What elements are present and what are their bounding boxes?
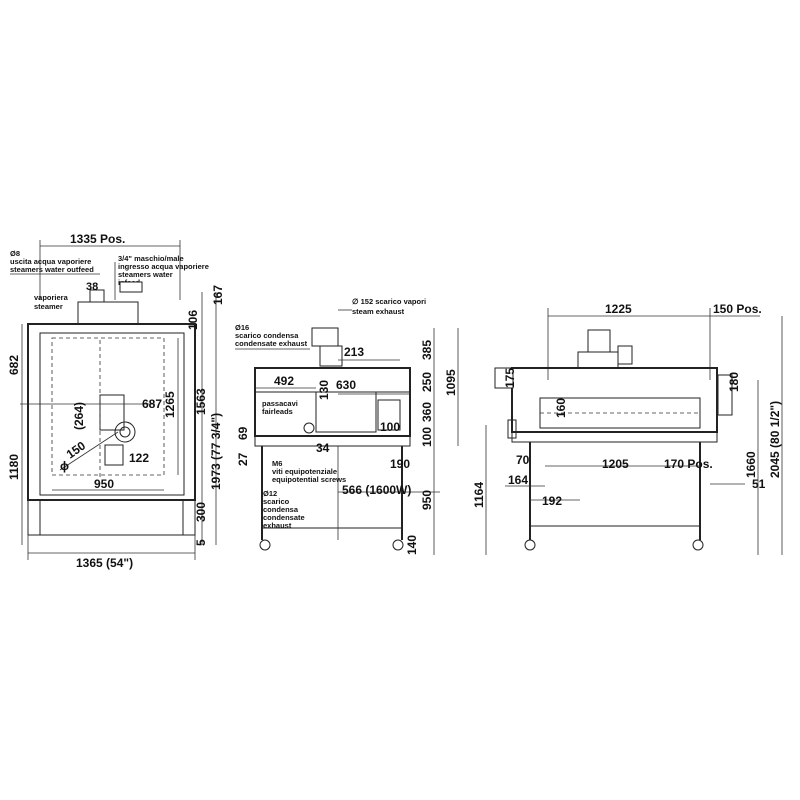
note-34-2: ingresso acqua vaporiere <box>118 262 209 271</box>
dim-160: 160 <box>554 398 568 418</box>
side-view: ∅ 152 scarico vapori steam exhaust Ø16 s… <box>235 297 459 555</box>
dim-1205: 1205 <box>602 457 629 471</box>
note-d8-it: uscita acqua vaporiere <box>10 257 91 266</box>
dim-1265: 1265 <box>163 391 177 418</box>
dim-300: 300 <box>194 502 208 522</box>
note-34-1: 3/4" maschio/male <box>118 254 184 263</box>
dim-1660: 1660 <box>744 451 758 478</box>
dim-70: 70 <box>516 453 530 467</box>
dim-164: 164 <box>508 473 528 487</box>
dim-190: 190 <box>390 457 410 471</box>
dim-1095: 1095 <box>444 369 458 396</box>
dim-1225: 1225 <box>605 302 632 316</box>
dim-106: 106 <box>186 310 200 330</box>
dim-100: 100 <box>380 420 400 434</box>
dim-264: (264) <box>72 402 86 430</box>
dim-950-front: 950 <box>94 477 114 491</box>
note-fairleads-en: fairleads <box>262 407 293 416</box>
dim-566: 566 (1600W) <box>342 483 411 497</box>
note-d16-en: condensate exhaust <box>235 339 308 348</box>
dim-213: 213 <box>344 345 364 359</box>
note-d16: Ø16 <box>235 323 249 332</box>
dim-167: 167 <box>211 285 225 305</box>
dim-38: 38 <box>86 281 98 293</box>
dim-27: 27 <box>236 452 250 466</box>
note-d8: Ø8 <box>10 249 20 258</box>
note-152: ∅ 152 scarico vapori <box>352 297 426 306</box>
rear-view: 1225 150 Pos. 175 180 160 70 1205 170 Po… <box>472 302 783 555</box>
note-d12-3: condensa <box>263 505 299 514</box>
note-m6-1: M6 <box>272 459 282 468</box>
dim-360: 360 <box>420 402 434 422</box>
dim-1335: 1335 Pos. <box>70 232 125 246</box>
note-d12-4: condensate <box>263 513 305 522</box>
dim-150-pos: 150 Pos. <box>713 302 762 316</box>
dim-2045: 2045 (80 1/2") <box>768 401 782 478</box>
dim-175: 175 <box>503 368 517 388</box>
dim-69: 69 <box>236 426 250 440</box>
dim-122: 122 <box>129 451 149 465</box>
note-d12: Ø12 <box>263 489 277 498</box>
dim-150-phi: ϕ <box>60 459 69 473</box>
dim-1973: 1973 (77 3/4") <box>209 413 223 490</box>
note-d12-2: scarico <box>263 497 290 506</box>
front-view: 1335 Pos. Ø8 uscita acqua vaporiere stea… <box>7 232 225 570</box>
note-d8-en: steamers water outfeed <box>10 265 94 274</box>
dim-682: 682 <box>7 355 21 375</box>
note-152-en: steam exhaust <box>352 307 405 316</box>
dim-130: 130 <box>317 380 331 400</box>
dim-1164: 1164 <box>472 482 486 508</box>
dim-950-side: 950 <box>420 490 434 510</box>
note-steamer-it: vaporiera <box>34 293 69 302</box>
note-fairleads-it: passacavi <box>262 399 298 408</box>
dim-250: 250 <box>420 372 434 392</box>
note-d16-it: scarico condensa <box>235 331 299 340</box>
dim-1180: 1180 <box>7 454 21 480</box>
dim-34: 34 <box>316 441 330 455</box>
dim-192: 192 <box>542 494 562 508</box>
dim-100-vertical: 100 <box>420 427 434 447</box>
dim-180: 180 <box>727 372 741 392</box>
dim-1563: 1563 <box>194 388 208 415</box>
dim-170-pos: 170 Pos. <box>664 457 713 471</box>
note-steamer-en: steamer <box>34 302 63 311</box>
dim-5: 5 <box>194 539 208 546</box>
dim-687: 687 <box>142 397 162 411</box>
note-34-3: steamers water <box>118 270 173 279</box>
dim-1365: 1365 (54") <box>76 556 133 570</box>
dim-51: 51 <box>752 477 766 491</box>
dim-385: 385 <box>420 340 434 360</box>
note-m6-3: equipotential screws <box>272 475 346 484</box>
dim-630: 630 <box>336 378 356 392</box>
dim-150: 150 <box>64 438 89 461</box>
note-m6-2: viti equipotenziale <box>272 467 337 476</box>
dim-140: 140 <box>405 535 419 555</box>
note-d12-5: exhaust <box>263 521 292 530</box>
dim-492: 492 <box>274 374 294 388</box>
